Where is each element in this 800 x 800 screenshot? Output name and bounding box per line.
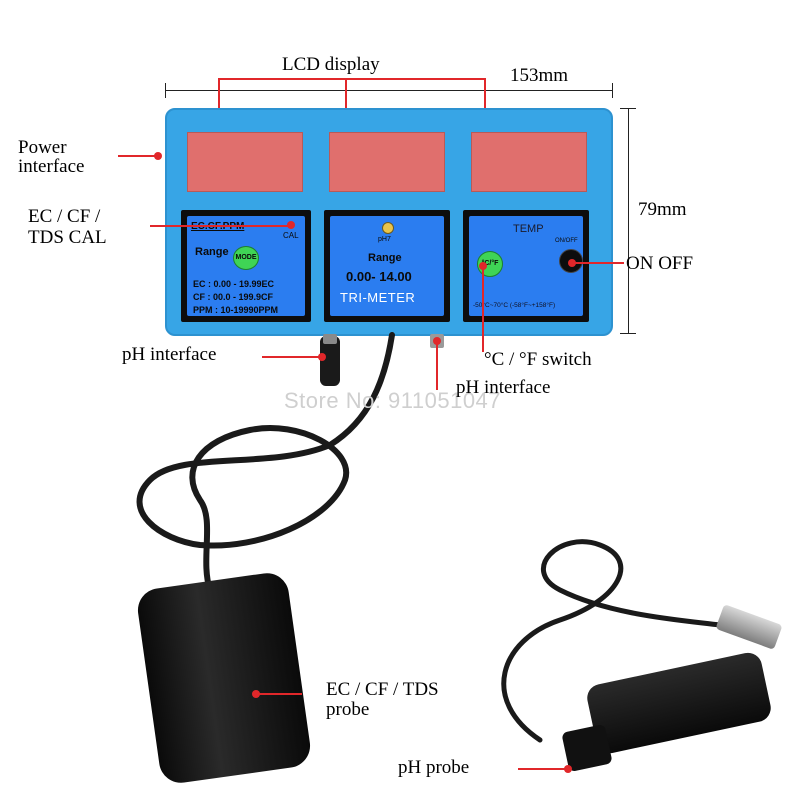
temp-switch-pointer [482,266,484,352]
ph-interface-right-label: pH interface [456,377,551,398]
ph-range-value: 0.00- 14.00 [346,269,412,284]
ph-interface-right-pointer [436,340,438,390]
height-dimension-tick-top [620,108,636,109]
width-dimension-label: 153mm [510,65,569,86]
height-dimension-tick-bottom [620,333,636,334]
ec-panel-face: EC.CF.PPM CAL Range MODE EC : 0.00 - 19.… [187,216,305,316]
ph-panel: pH7 Range 0.00- 14.00 TRI-METER [324,210,450,322]
cal-label: CAL [283,231,299,240]
ec-range-label: Range [195,246,229,258]
lcd-display-label: LCD display [282,54,380,75]
lcd-screen-ph [329,132,445,192]
onoff-label: ON/OFF [555,238,578,244]
ec-panel: EC.CF.PPM CAL Range MODE EC : 0.00 - 19.… [181,210,311,322]
ph7-calibration-icon[interactable] [382,222,394,234]
on-off-pointer [572,262,624,264]
store-watermark: Store No: 911051047 [284,388,502,413]
temp-switch-dot [479,262,487,270]
temp-title: TEMP [513,223,544,235]
on-off-label: ON OFF [626,253,694,274]
lcd-screen-ec [187,132,303,192]
ph-interface-cap-left [323,334,337,344]
lcd-screen-temp [471,132,587,192]
cal-button-icon[interactable] [287,221,295,229]
power-interface-label-2: interface [18,156,85,177]
ph-probe-pointer [518,768,566,770]
temp-panel: TEMP ON/OFF °C/°F -50°C~70°C (-58°F~+158… [463,210,589,322]
ph-probe-cable [501,539,723,743]
ec-cal-pointer [150,225,288,227]
ph-interface-right-dot [433,337,441,345]
ph-interface-left-label: pH interface [122,344,217,365]
power-interface-pointer [118,155,158,157]
ph-interface-connector-left [320,336,340,386]
height-dimension-line [628,108,629,334]
ec-probe-label-2: probe [326,699,370,720]
ec-range-ec: EC : 0.00 - 19.99EC [193,279,275,289]
ph-probe-label: pH probe [398,757,470,778]
ph-interface-left-dot [318,353,326,361]
temp-panel-face: TEMP ON/OFF °C/°F -50°C~70°C (-58°F~+158… [469,216,583,316]
mode-button[interactable]: MODE [233,246,259,270]
lcd-bracket-top [218,78,486,80]
width-dimension-tick-left [165,83,166,98]
power-interface-dot [154,152,162,160]
ec-cf-tds-probe [135,570,313,786]
meter-body: EC.CF.PPM CAL Range MODE EC : 0.00 - 19.… [165,108,613,336]
tri-meter-label: TRI-METER [340,290,416,305]
ph-range-label: Range [368,252,402,264]
ph-panel-face: pH7 Range 0.00- 14.00 TRI-METER [330,216,444,316]
ph-interface-left-pointer [262,356,320,358]
width-dimension-tick-right [612,83,613,98]
ec-probe-pointer [258,693,302,695]
ec-probe-label-1: EC / CF / TDS [326,679,439,700]
ec-probe-dot [252,690,260,698]
ec-range-ppm: PPM : 10-19990PPM [193,305,279,315]
temp-range-label: -50°C~70°C (-58°F~+158°F) [473,302,556,309]
height-dimension-label: 79mm [638,199,687,220]
power-interface-label-1: Power [18,137,67,158]
on-off-dot [568,259,576,267]
ph-probe-dot [564,765,572,773]
temp-switch-label: °C / °F switch [484,349,592,370]
ec-range-cf: CF : 00.0 - 199.9CF [193,292,274,302]
temp-unit-switch-button[interactable]: °C/°F [477,251,503,277]
width-dimension-line [165,90,613,91]
ec-cal-label-1: EC / CF / [28,206,101,227]
ec-probe-cable [136,332,395,593]
ph7-label: pH7 [378,236,391,243]
ec-cal-label-2: TDS CAL [28,227,107,248]
